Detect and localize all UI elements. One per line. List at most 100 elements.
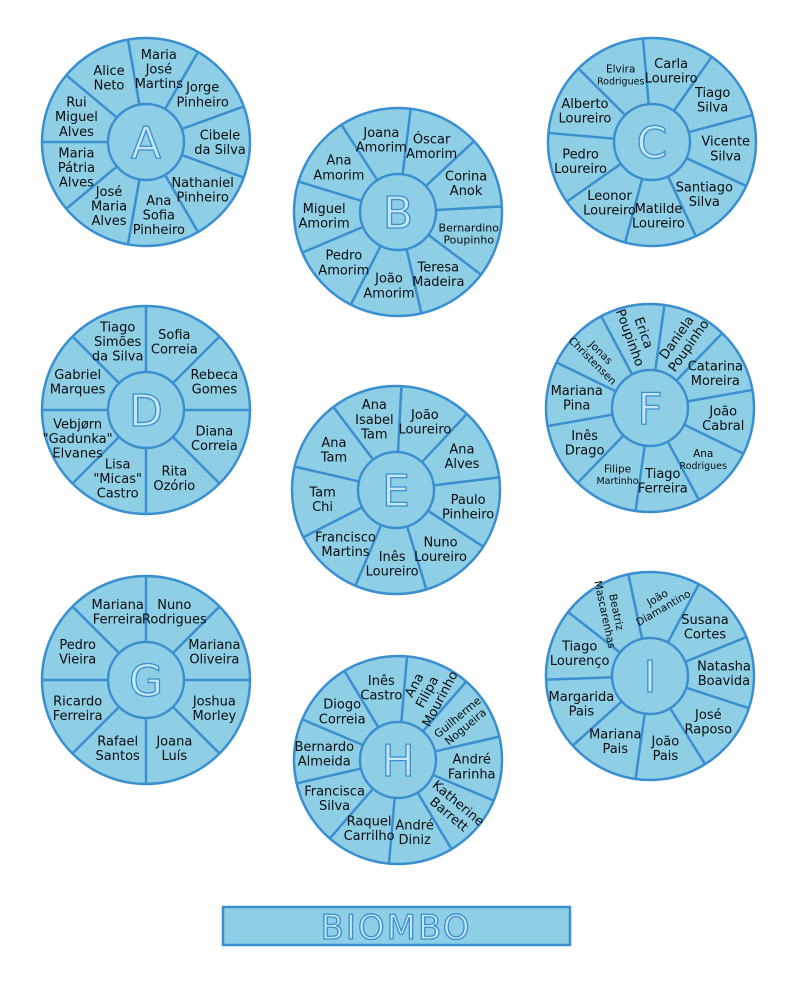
seat-name-line: Bernardino <box>439 221 500 234</box>
seat-name-line: Rodrigues <box>597 76 644 87</box>
seat-name-line: Miguel <box>303 202 346 217</box>
seat-name-line: Carrilho <box>344 829 395 844</box>
seat-name-line: João <box>374 272 403 287</box>
seat-name-line: Boavida <box>698 674 750 689</box>
seat-name-line: João <box>708 405 737 420</box>
seat-name-line: Raquel <box>347 814 392 829</box>
table-center <box>610 636 690 716</box>
seat-divider <box>666 440 700 501</box>
table-letter: I <box>644 652 657 703</box>
seat-divider <box>427 509 484 548</box>
seat-name-line: Ana <box>326 154 351 169</box>
seat-name-line: Alves <box>92 214 127 229</box>
seat-name-line: Cortes <box>684 627 726 642</box>
seat-name-line: Pedro <box>326 249 363 264</box>
seat-name-line: Chi <box>312 500 333 515</box>
seat-name-line: Amorim <box>363 286 414 301</box>
seat-divider <box>432 773 495 802</box>
seat-name-line: Rodrigues <box>142 612 207 627</box>
seat-name-line: Rodrigues <box>680 461 727 472</box>
seat-divider <box>672 56 713 112</box>
seat-divider <box>434 735 500 753</box>
seat-divider <box>684 635 747 663</box>
seat-divider <box>654 304 666 371</box>
seat-divider <box>171 705 221 755</box>
seat-name-line: Sofia <box>143 208 175 223</box>
seat-divider <box>65 74 118 119</box>
seat-name-line: Tam <box>360 427 387 442</box>
seat-name-line: Miguel <box>55 110 98 125</box>
seat-name-line: Óscar <box>413 131 451 147</box>
seat-divider <box>301 718 364 747</box>
seat-divider <box>627 574 644 640</box>
seat-name-line: Neto <box>94 79 125 94</box>
seat-name-line: Cibele <box>200 128 241 143</box>
seat-divider <box>65 165 118 210</box>
seat-name-line: Castro <box>97 486 139 501</box>
table-letter: E <box>382 466 410 517</box>
seat-name-line: Loureiro <box>632 217 685 232</box>
seat-name-line: Poupinho <box>443 234 494 247</box>
stage-screen-label: BIOMBO <box>321 908 472 948</box>
seat-name-line: Inês <box>379 550 406 565</box>
stage-screen-box <box>221 905 572 947</box>
seat-divider <box>126 179 141 245</box>
table-center <box>106 640 186 720</box>
seat-divider <box>641 38 650 105</box>
seat-name-line: Pais <box>653 749 679 764</box>
seat-name-line: Joana <box>362 126 399 141</box>
seat-name-line: Nuno <box>157 598 191 613</box>
seat-name-line: Pátria <box>58 161 95 176</box>
seat-name-line: Ana <box>693 448 713 460</box>
seat-name-line: Correia <box>319 712 366 727</box>
seat-divider <box>634 445 646 512</box>
seat-name-line: Pinheiro <box>177 190 229 205</box>
seat-name-line: Lisa <box>105 457 131 472</box>
seat-name-line: Tiago <box>99 321 135 336</box>
seat-name-line: Ferreira <box>53 709 103 724</box>
seat-name-line: Farinha <box>448 767 496 782</box>
seat-name-line: Carla <box>654 57 688 72</box>
seat-name-line: Loureiro <box>583 203 636 218</box>
seat-name-line: Diniz <box>398 833 430 848</box>
seat-divider <box>171 605 221 655</box>
seat-name-line: Loureiro <box>558 112 611 127</box>
seat-name-line: Amorim <box>313 168 364 183</box>
seat-name-line: Ana <box>321 436 346 451</box>
seat-name-line: Alves <box>59 125 94 140</box>
seat-name-line: Susana <box>681 613 728 628</box>
seat-divider <box>328 787 375 840</box>
seat-name-line: Anok <box>450 184 483 199</box>
table-letter: D <box>129 386 163 437</box>
seat-divider <box>298 180 363 203</box>
seat-name-line: Lourenço <box>550 654 610 669</box>
seat-divider <box>685 686 750 710</box>
seat-name-line: Amorim <box>406 147 457 162</box>
seat-name-line: Bernardo <box>295 740 355 755</box>
seat-name-line: Silva <box>697 100 728 115</box>
seat-name-line: Madeira <box>412 275 464 290</box>
table-letter: C <box>637 118 668 169</box>
